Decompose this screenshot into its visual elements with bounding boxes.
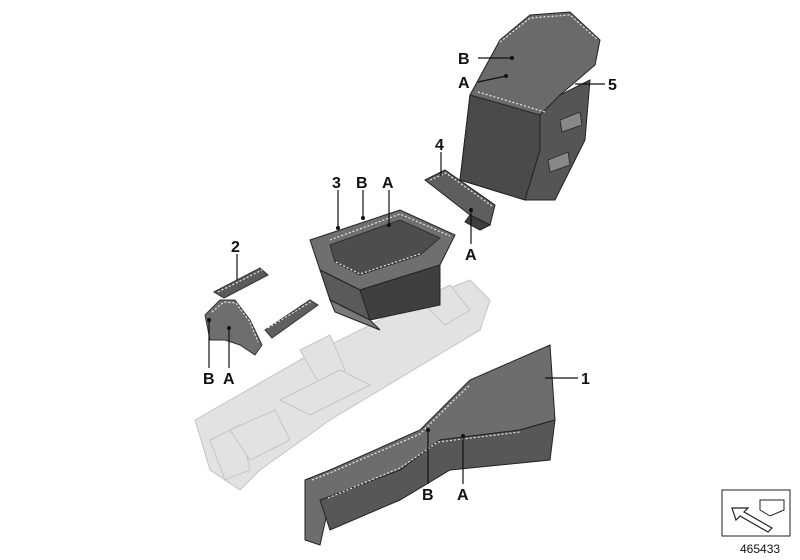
callout-a-trim4: A	[465, 247, 477, 264]
callout-a-side: A	[223, 371, 235, 388]
orientation-box	[721, 489, 791, 537]
leader-dots	[207, 56, 514, 438]
callout-b-armrest: B	[458, 51, 470, 68]
callout-3: 3	[332, 175, 341, 192]
leader-lines	[208, 57, 605, 484]
diagram-id-number: 465433	[740, 542, 780, 556]
part-2-side-trim	[204, 267, 319, 356]
console-frame-ghost	[194, 279, 491, 491]
part-5-armrest	[459, 11, 601, 201]
callout-a-tray: A	[382, 175, 394, 192]
callout-b-main: B	[422, 487, 434, 504]
callout-a-armrest: A	[458, 75, 470, 92]
callout-labels: B A 5 4 3 B A A 2 B A 1 B A	[203, 51, 617, 504]
part-1-side-panel	[304, 344, 556, 546]
callout-b-side: B	[203, 371, 215, 388]
part-3-storage-tray	[309, 209, 456, 331]
callout-5: 5	[608, 77, 617, 94]
callout-1: 1	[581, 371, 590, 388]
callout-b-tray: B	[356, 175, 368, 192]
callout-2: 2	[231, 239, 240, 256]
callout-4: 4	[435, 137, 444, 154]
callout-a-main: A	[457, 487, 469, 504]
direction-arrow-icon	[731, 507, 773, 533]
